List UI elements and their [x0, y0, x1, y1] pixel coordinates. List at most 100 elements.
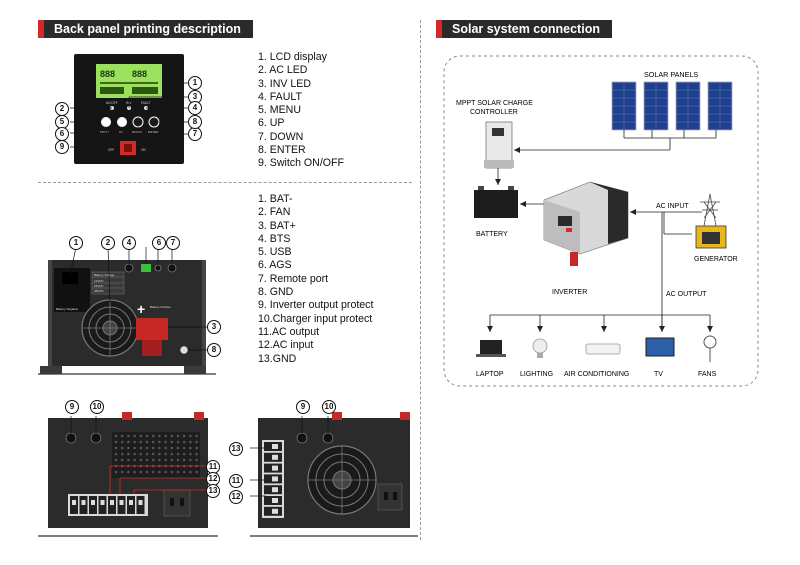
callout-br-13: 13 [229, 442, 243, 456]
left-section-header: Back panel printing description [38, 20, 253, 38]
vertical-divider [420, 20, 421, 540]
svg-text:Battery Voltage: Battery Voltage [94, 273, 115, 277]
front-panel-list: 1. LCD display 2. AC LED 3. INV LED 4. F… [258, 51, 344, 171]
list-item: 9. Switch ON/OFF [258, 157, 344, 170]
svg-text:UP: UP [119, 130, 123, 134]
inverter-label: INVERTER [552, 289, 587, 296]
callout-6: 6 [55, 127, 69, 141]
left-section-title: Back panel printing description [44, 20, 253, 38]
ags-port [154, 264, 162, 272]
list-item: 13.GND [258, 352, 297, 365]
svg-text:ENTER: ENTER [148, 130, 159, 134]
back-view-right-drawing [250, 412, 418, 537]
callout-bl-9: 9 [65, 400, 79, 414]
callout-side-2: 2 [101, 236, 115, 250]
svg-text:Battery Negative: Battery Negative [56, 307, 79, 311]
charger-input-breaker [322, 432, 334, 444]
callout-side-6: 6 [152, 236, 166, 250]
laptop-icon [480, 340, 502, 354]
load-label-lighting: LIGHTING [520, 371, 553, 378]
battery-label: BATTERY [476, 231, 508, 238]
list-item: 2. AC LED [258, 64, 308, 77]
list-item: 8. ENTER [258, 144, 306, 157]
list-item: 9. Inverter output protect [258, 299, 374, 312]
generator-label: GENERATOR [694, 256, 738, 263]
right-section-title: Solar system connection [442, 20, 612, 38]
callout-br-9: 9 [296, 400, 310, 414]
list-item: 10.Charger input protect [258, 312, 373, 325]
ac-socket [163, 489, 191, 517]
list-item: 3. INV LED [258, 77, 311, 90]
air-conditioner-icon [585, 343, 621, 355]
remote-port [167, 263, 177, 273]
svg-text:12VDC: 12VDC [94, 279, 105, 283]
usb-port [141, 264, 151, 272]
vent-holes [114, 434, 198, 474]
solar-diagram: SOLAR PANELS MPPT SOLAR CHARGE CONTROLLE… [443, 55, 759, 387]
inverter-output-breaker [296, 432, 308, 444]
solar-panels [611, 81, 733, 131]
callout-bl-10: 10 [90, 400, 104, 414]
svg-text:+: + [137, 301, 145, 317]
list-item: 6. AGS [258, 259, 292, 272]
front-panel-drawing: 888 888 AC/OFF INV FAULT MENU UP DOWN EN… [70, 54, 188, 164]
svg-text:MENU: MENU [100, 130, 109, 134]
svg-text:OFF: OFF [108, 148, 114, 152]
bts-port [124, 263, 134, 273]
svg-text:888: 888 [100, 69, 115, 79]
callout-5: 5 [55, 115, 69, 129]
side-panel-drawing: Battery Voltage 12VDC 24VDC 48VDC Batter… [38, 246, 216, 375]
list-item: 12.AC input [258, 339, 314, 352]
back-panel-list: 1. BAT- 2. FAN 3. BAT+ 4. BTS 5. USB 6. … [258, 193, 373, 366]
callout-8: 8 [188, 115, 202, 129]
header-accent-bar [436, 20, 442, 38]
list-item: 6. UP [258, 117, 285, 130]
list-item: 5. USB [258, 246, 292, 259]
list-item: 1. BAT- [258, 193, 293, 205]
list-item: 3. BAT+ [258, 219, 296, 232]
list-item: 4. BTS [258, 232, 291, 245]
list-item: 7. Remote port [258, 272, 329, 285]
gnd-terminal [179, 345, 189, 355]
down-button[interactable] [132, 116, 144, 128]
callout-side-4: 4 [122, 236, 136, 250]
battery-icon [474, 190, 518, 218]
ac-input-label: AC INPUT [656, 203, 689, 210]
callout-side-7: 7 [166, 236, 180, 250]
ac-socket [377, 483, 403, 511]
callout-1: 1 [188, 76, 202, 90]
svg-text:DOWN: DOWN [132, 130, 142, 134]
section-divider [38, 182, 412, 183]
callout-bl-13: 13 [206, 484, 220, 498]
ac-output-label: AC OUTPUT [666, 291, 707, 298]
list-item: 2. FAN [258, 206, 291, 219]
svg-text:24VDC: 24VDC [94, 284, 105, 288]
list-item: 8. GND [258, 286, 294, 299]
callout-4: 4 [188, 101, 202, 115]
list-item: 5. MENU [258, 104, 301, 117]
list-item: 11.AC output [258, 325, 320, 338]
header-accent-bar [38, 20, 44, 38]
enter-button[interactable] [148, 116, 160, 128]
mppt-label-line2: CONTROLLER [470, 109, 518, 116]
callout-7: 7 [188, 127, 202, 141]
tv-icon [645, 337, 675, 357]
svg-text:AC/OFF: AC/OFF [106, 101, 118, 105]
fan-icon [703, 335, 717, 349]
inverter-output-breaker [65, 432, 77, 444]
up-button[interactable] [117, 117, 127, 127]
menu-button[interactable] [101, 117, 111, 127]
callout-side-3: 3 [207, 320, 221, 334]
svg-text:Battery Positive: Battery Positive [150, 305, 171, 309]
charger-input-breaker [90, 432, 102, 444]
battery-positive-terminal [136, 318, 168, 340]
load-label-air-conditioning: AIR CONDITIONING [564, 371, 629, 378]
list-item: 7. DOWN [258, 130, 304, 143]
load-label-laptop: LAPTOP [476, 371, 504, 378]
load-label-fans: FANS [698, 371, 717, 378]
callout-side-8: 8 [207, 343, 221, 357]
load-label-tv: TV [654, 371, 663, 378]
mppt-label: MPPT SOLAR CHARGE [456, 100, 533, 107]
back-view-left-drawing [38, 412, 218, 537]
light-bulb-icon [532, 338, 548, 354]
